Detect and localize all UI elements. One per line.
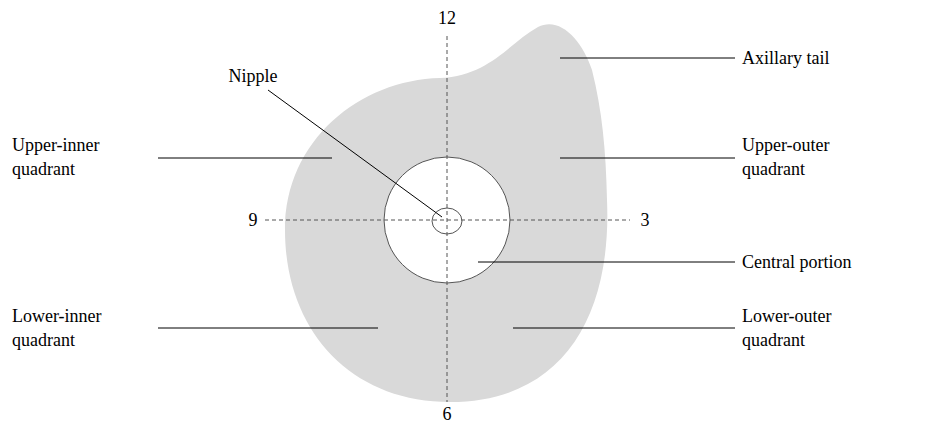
- part-label: Axillary tail: [742, 46, 892, 70]
- part-label: Central portion: [742, 250, 917, 274]
- clock-number: 3: [641, 208, 650, 232]
- leader-line: [560, 58, 735, 59]
- clock-number: 9: [249, 208, 258, 232]
- part-label: Lower-outer quadrant: [742, 304, 882, 352]
- leader-line: [158, 158, 332, 159]
- leader-line: [513, 328, 735, 329]
- clock-axis: [265, 220, 630, 221]
- part-label: Upper-outer quadrant: [742, 133, 882, 181]
- clock-number: 6: [443, 402, 452, 426]
- part-label: Lower-inner quadrant: [12, 304, 142, 352]
- clock-axis: [447, 36, 448, 402]
- leader-line: [478, 262, 735, 263]
- leader-line: [268, 90, 442, 217]
- leader-line: [158, 328, 378, 329]
- breast-outline: [285, 24, 607, 402]
- part-label: Nipple: [229, 64, 278, 88]
- part-label: Upper-inner quadrant: [12, 133, 142, 181]
- leader-line: [560, 158, 735, 159]
- clock-number: 12: [438, 6, 456, 30]
